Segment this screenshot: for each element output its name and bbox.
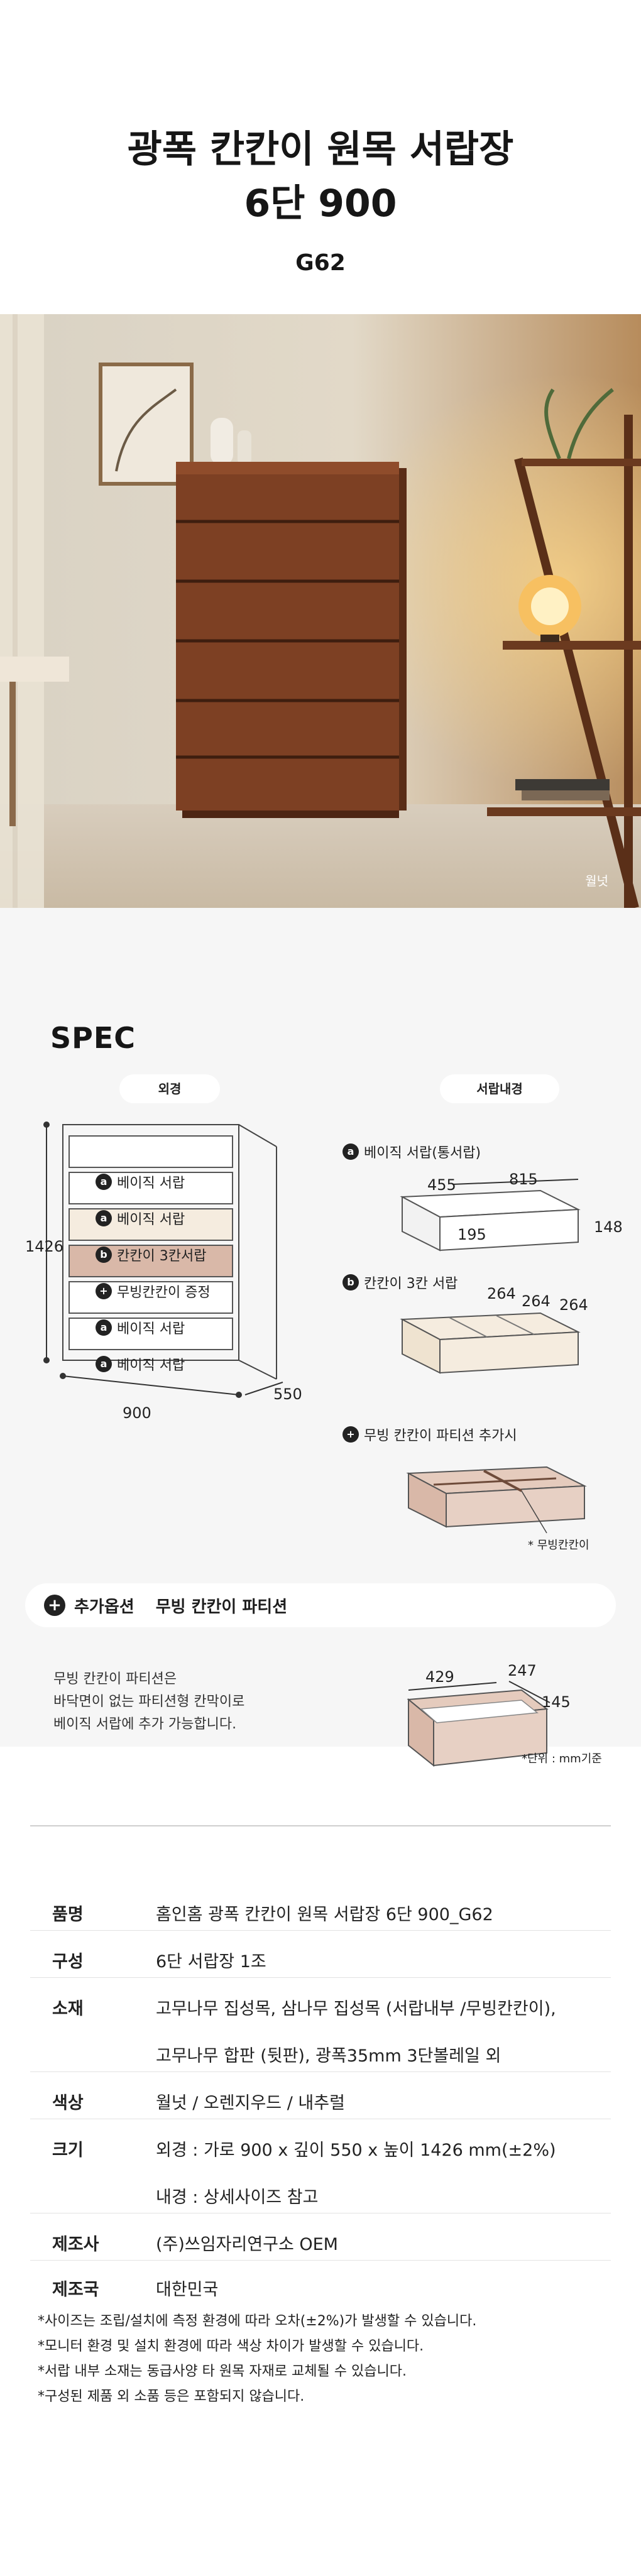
note-line: *구성된 제품 외 소품 등은 포함되지 않습니다.	[38, 2389, 305, 2404]
partition-label: + 무빙 칸칸이 파티션 추가시	[342, 1424, 517, 1444]
drawer-badge: b	[96, 1247, 112, 1263]
option-name: 무빙 칸칸이 파티션	[155, 1597, 288, 1617]
row-divider	[30, 2071, 611, 2072]
option-dim-b: 247	[508, 1662, 537, 1679]
basic-drawer-label: a 베이직 서랍(통서랍)	[342, 1142, 481, 1162]
drawer-1: a 베이직 서랍	[96, 1172, 185, 1192]
info-value: 고무나무 집성목, 삼나무 집성목 (서랍내부 /무빙칸칸이),	[156, 1999, 556, 2019]
option-desc-line: 무빙 칸칸이 파티션은	[53, 1671, 177, 1687]
partition-note: * 무빙칸칸이	[528, 1539, 589, 1552]
note-line: *모니터 환경 및 설치 환경에 따라 색상 차이가 발생할 수 있습니다.	[38, 2339, 424, 2354]
notes: *사이즈는 조립/설치에 측정 환경에 따라 오차(±2%)가 발생할 수 있습…	[38, 2309, 476, 2410]
info-key: 크기	[52, 2141, 84, 2160]
info-key: 구성	[52, 1952, 84, 1972]
drawer-badge: a	[96, 1319, 112, 1336]
basic-width: 815	[509, 1171, 538, 1188]
basic-drawer-diagram	[400, 1179, 581, 1252]
partition-only-diagram	[407, 1681, 551, 1767]
exterior-pill: 외경	[119, 1074, 220, 1103]
section-divider	[30, 1825, 611, 1826]
basic-depth: 455	[427, 1176, 456, 1194]
option-description: 무빙 칸칸이 파티션은 바닥면이 없는 파티션형 칸막이로 베이직 서랍에 추가…	[53, 1668, 244, 1736]
drawer-4: + 무빙칸칸이 증정	[96, 1281, 211, 1301]
three-width-2: 264	[522, 1292, 551, 1310]
drawer-badge: a	[96, 1356, 112, 1372]
product-title: 광폭 칸칸이 원목 서랍장 6단 900	[0, 123, 641, 231]
three-badge: b	[342, 1274, 359, 1291]
exterior-height: 1426	[25, 1238, 64, 1255]
three-width-3: 264	[559, 1296, 588, 1314]
note-line: *사이즈는 조립/설치에 측정 환경에 따라 오차(±2%)가 발생할 수 있습…	[38, 2313, 477, 2329]
basic-inner: 195	[457, 1226, 486, 1243]
partition-label-text: 무빙 칸칸이 파티션 추가시	[364, 1428, 517, 1444]
drawer-label: 베이직 서랍	[117, 1358, 185, 1373]
option-label: 추가옵션	[74, 1597, 134, 1617]
drawer-label: 베이직 서랍	[117, 1176, 185, 1191]
drawer-5: a 베이직 서랍	[96, 1318, 185, 1338]
info-value: 외경 : 가로 900 x 깊이 550 x 높이 1426 mm(±2%)	[156, 2141, 556, 2160]
drawer-3: b 칸칸이 3칸서랍	[96, 1245, 206, 1265]
title-line-1: 광폭 칸칸이 원목 서랍장	[127, 128, 514, 172]
drawer-badge: +	[96, 1283, 112, 1299]
option-dim-c: 145	[542, 1693, 571, 1711]
info-key: 색상	[52, 2093, 84, 2113]
three-label-text: 칸칸이 3칸 서랍	[364, 1276, 458, 1292]
info-key: 품명	[52, 1905, 84, 1924]
drawer-badge: a	[96, 1174, 112, 1190]
exterior-diagram	[43, 1122, 283, 1398]
row-divider	[30, 1930, 611, 1931]
unit-note: *단위 : mm기준	[522, 1752, 602, 1766]
drawer-2: a 베이직 서랍	[96, 1208, 185, 1228]
info-key: 소재	[52, 1999, 84, 2019]
product-photo: 월넛	[0, 314, 641, 908]
drawer-label: 베이직 서랍	[117, 1212, 185, 1228]
row-divider	[30, 1977, 611, 1978]
three-drawer-diagram	[400, 1312, 581, 1374]
product-code: G62	[295, 250, 346, 276]
option-desc-line: 바닥면이 없는 파티션형 칸막이로	[53, 1694, 245, 1710]
interior-pill: 서랍내경	[440, 1074, 559, 1103]
note-line: *서랍 내부 소재는 동급사양 타 원목 자재로 교체될 수 있습니다.	[38, 2364, 407, 2379]
color-caption: 월넛	[585, 873, 608, 888]
info-key: 제조국	[52, 2280, 99, 2300]
info-value: 홈인홈 광폭 칸칸이 원목 서랍장 6단 900_G62	[156, 1905, 493, 1924]
exterior-width: 900	[123, 1404, 151, 1422]
product-photo-illustration	[0, 314, 641, 908]
spec-title: SPEC	[50, 1021, 136, 1055]
additional-option-bar: + 추가옵션 무빙 칸칸이 파티션	[25, 1583, 616, 1627]
drawer-label: 베이직 서랍	[117, 1321, 185, 1337]
plus-icon: +	[342, 1426, 359, 1443]
drawer-badge: a	[96, 1210, 112, 1226]
row-divider	[30, 2260, 611, 2261]
title-line-2: 6단 900	[244, 182, 397, 226]
drawer-label: 칸칸이 3칸서랍	[117, 1248, 207, 1264]
basic-badge: a	[342, 1143, 359, 1160]
drawer-label: 무빙칸칸이 증정	[117, 1285, 211, 1301]
info-value: 대한민국	[156, 2280, 219, 2300]
exterior-depth: 550	[273, 1385, 302, 1403]
three-drawer-label: b 칸칸이 3칸 서랍	[342, 1272, 457, 1292]
option-dim-a: 429	[425, 1668, 454, 1686]
info-value: 내경 : 상세사이즈 참고	[156, 2188, 319, 2207]
basic-label-text: 베이직 서랍(통서랍)	[364, 1145, 481, 1161]
info-value: 고무나무 합판 (뒷판), 광폭35mm 3단볼레일 외	[156, 2046, 501, 2066]
partition-drawer-diagram	[406, 1466, 587, 1534]
three-width-1: 264	[487, 1285, 516, 1302]
info-value: 월넛 / 오렌지우드 / 내추럴	[156, 2093, 345, 2113]
info-value: (주)쓰임자리연구소 OEM	[156, 2235, 338, 2254]
option-desc-line: 베이직 서랍에 추가 가능합니다.	[53, 1716, 237, 1732]
basic-height: 148	[594, 1218, 623, 1236]
info-key: 제조사	[52, 2235, 99, 2254]
spec-section: SPEC 외경 서랍내경 a 베이직 서랍 a 베이직 서랍	[0, 908, 641, 1767]
drawer-6: a 베이직 서랍	[96, 1354, 185, 1374]
plus-icon: +	[44, 1595, 65, 1616]
info-value: 6단 서랍장 1조	[156, 1952, 266, 1972]
